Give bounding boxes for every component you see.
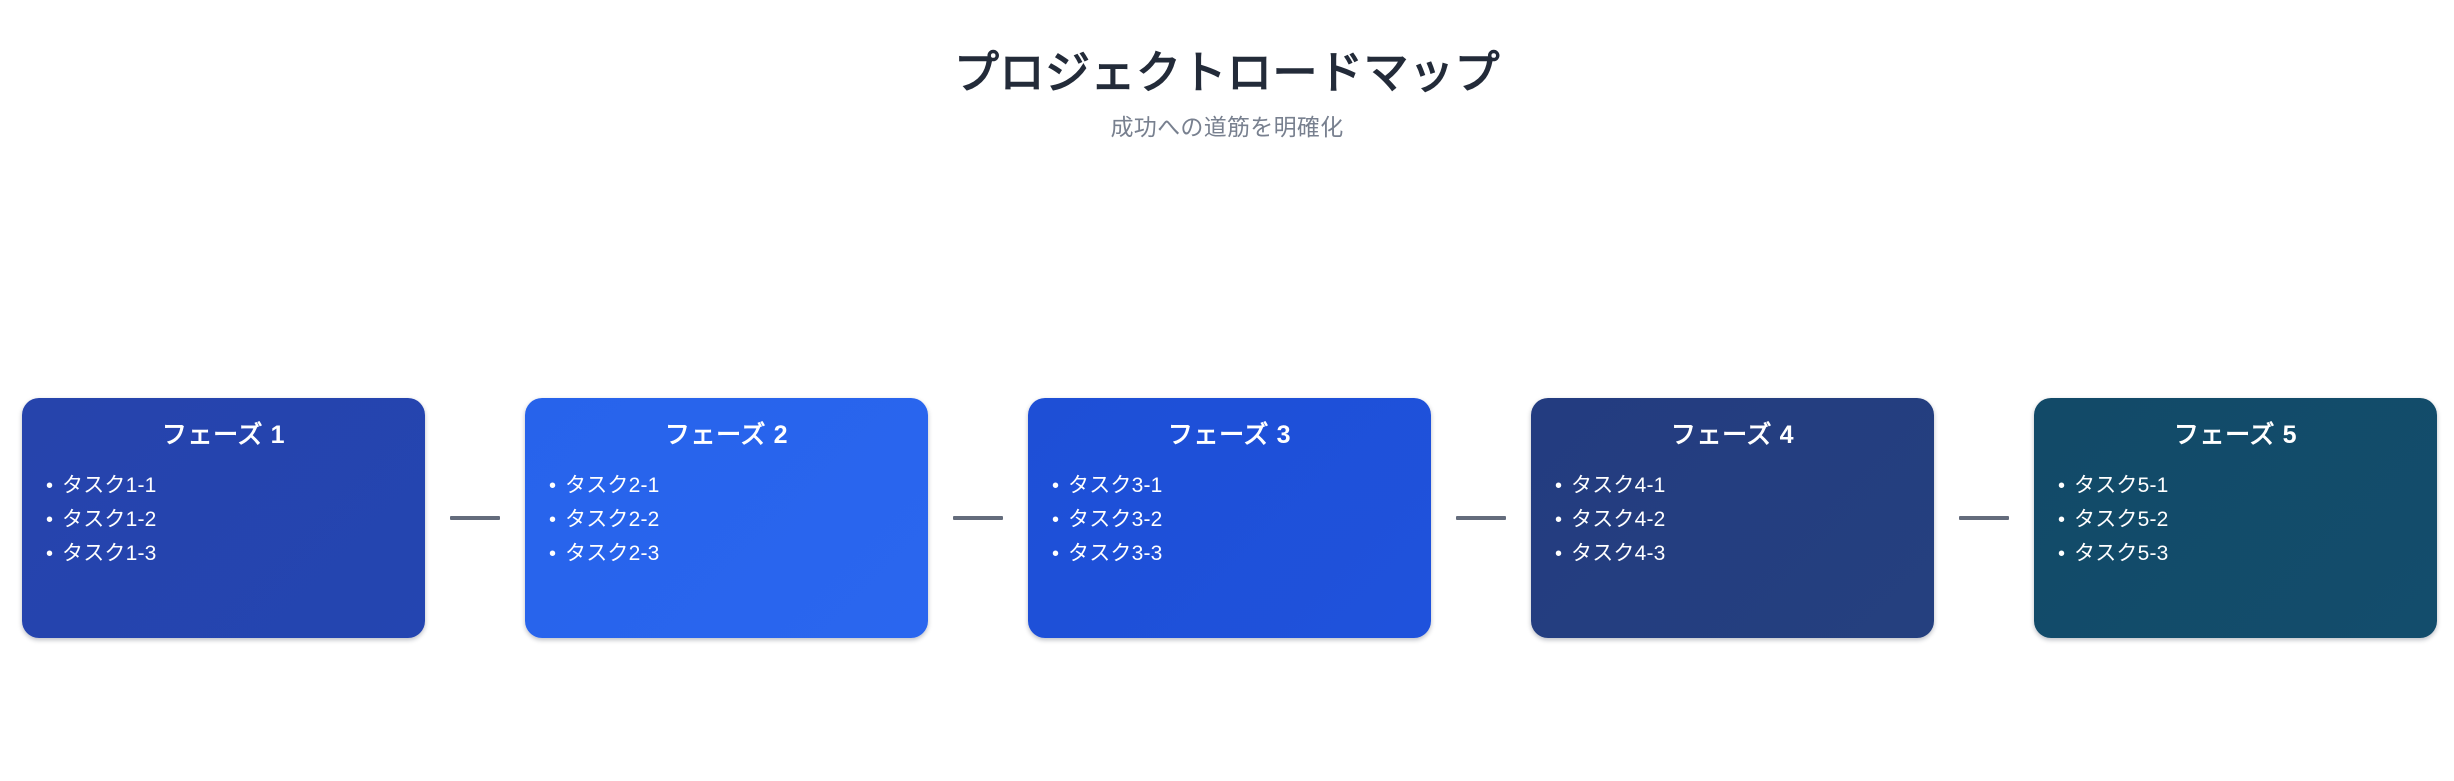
task-list-item: • タスク4-1 [1555, 469, 1910, 503]
task-list-item: • タスク3-1 [1052, 469, 1407, 503]
task-label: タスク3-3 [1068, 542, 1163, 566]
task-list-item: • タスク2-2 [549, 503, 904, 537]
bullet-icon: • [1052, 509, 1060, 532]
task-label: タスク5-3 [2074, 542, 2169, 566]
task-label: タスク4-3 [1571, 542, 1666, 566]
task-list-item: • タスク3-3 [1052, 537, 1407, 571]
bullet-icon: • [1052, 543, 1060, 566]
bullet-icon: • [1555, 543, 1563, 566]
phase-card-title: フェーズ 4 [1670, 421, 1795, 449]
phase-card-3[interactable]: フェーズ 3 • タスク3-1 • タスク3-2 • タスク3-3 [1028, 398, 1431, 638]
connector-line-icon [1456, 516, 1506, 520]
bullet-icon: • [1555, 475, 1563, 498]
task-label: タスク1-2 [62, 508, 157, 532]
bullet-icon: • [2058, 509, 2066, 532]
bullet-icon: • [1052, 475, 1060, 498]
phase-card-5[interactable]: フェーズ 5 • タスク5-1 • タスク5-2 • タスク5-3 [2034, 398, 2437, 638]
phase-card-title: フェーズ 5 [2173, 421, 2298, 449]
connector-line-icon [450, 516, 500, 520]
phase-task-list: • タスク5-1 • タスク5-2 • タスク5-3 [2058, 469, 2413, 571]
phase-connector [425, 398, 525, 638]
phase-card-title: フェーズ 3 [1167, 421, 1292, 449]
phase-card-4[interactable]: フェーズ 4 • タスク4-1 • タスク4-2 • タスク4-3 [1531, 398, 1934, 638]
phase-card-title: フェーズ 2 [664, 421, 789, 449]
page-title: プロジェクトロードマップ [953, 47, 1500, 98]
phase-connector [1431, 398, 1531, 638]
phase-task-list: • タスク4-1 • タスク4-2 • タスク4-3 [1555, 469, 1910, 571]
connector-line-icon [1959, 516, 2009, 520]
task-label: タスク3-2 [1068, 508, 1163, 532]
task-label: タスク2-1 [565, 474, 660, 498]
phase-task-list: • タスク3-1 • タスク3-2 • タスク3-3 [1052, 469, 1407, 571]
task-list-item: • タスク4-2 [1555, 503, 1910, 537]
task-list-item: • タスク5-3 [2058, 537, 2413, 571]
bullet-icon: • [46, 509, 54, 532]
task-list-item: • タスク2-3 [549, 537, 904, 571]
header: プロジェクトロードマップ 成功への道筋を明確化 [0, 46, 2454, 142]
bullet-icon: • [2058, 543, 2066, 566]
task-list-item: • タスク3-2 [1052, 503, 1407, 537]
bullet-icon: • [2058, 475, 2066, 498]
bullet-icon: • [46, 543, 54, 566]
task-list-item: • タスク1-1 [46, 469, 401, 503]
task-list-item: • タスク5-1 [2058, 469, 2413, 503]
task-label: タスク2-3 [565, 542, 660, 566]
task-list-item: • タスク4-3 [1555, 537, 1910, 571]
task-label: タスク1-1 [62, 474, 157, 498]
bullet-icon: • [549, 543, 557, 566]
task-list-item: • タスク5-2 [2058, 503, 2413, 537]
phase-card-title: フェーズ 1 [161, 421, 286, 449]
task-list-item: • タスク1-2 [46, 503, 401, 537]
bullet-icon: • [549, 509, 557, 532]
phase-task-list: • タスク1-1 • タスク1-2 • タスク1-3 [46, 469, 401, 571]
phase-connector [928, 398, 1028, 638]
task-list-item: • タスク2-1 [549, 469, 904, 503]
task-label: タスク2-2 [565, 508, 660, 532]
bullet-icon: • [1555, 509, 1563, 532]
task-list-item: • タスク1-3 [46, 537, 401, 571]
task-label: タスク4-2 [1571, 508, 1666, 532]
task-label: タスク1-3 [62, 542, 157, 566]
task-label: タスク4-1 [1571, 474, 1666, 498]
connector-line-icon [953, 516, 1003, 520]
task-label: タスク5-1 [2074, 474, 2169, 498]
phase-connector [1934, 398, 2034, 638]
bullet-icon: • [46, 475, 54, 498]
phase-task-list: • タスク2-1 • タスク2-2 • タスク2-3 [549, 469, 904, 571]
task-label: タスク5-2 [2074, 508, 2169, 532]
bullet-icon: • [549, 475, 557, 498]
phase-card-2[interactable]: フェーズ 2 • タスク2-1 • タスク2-2 • タスク2-3 [525, 398, 928, 638]
roadmap-phase-row: フェーズ 1 • タスク1-1 • タスク1-2 • タスク1-3 フェーズ 2 • タスク2-1… [22, 398, 2437, 638]
task-label: タスク3-1 [1068, 474, 1163, 498]
phase-card-1[interactable]: フェーズ 1 • タスク1-1 • タスク1-2 • タスク1-3 [22, 398, 425, 638]
page-subtitle: 成功への道筋を明確化 [1110, 114, 1344, 141]
